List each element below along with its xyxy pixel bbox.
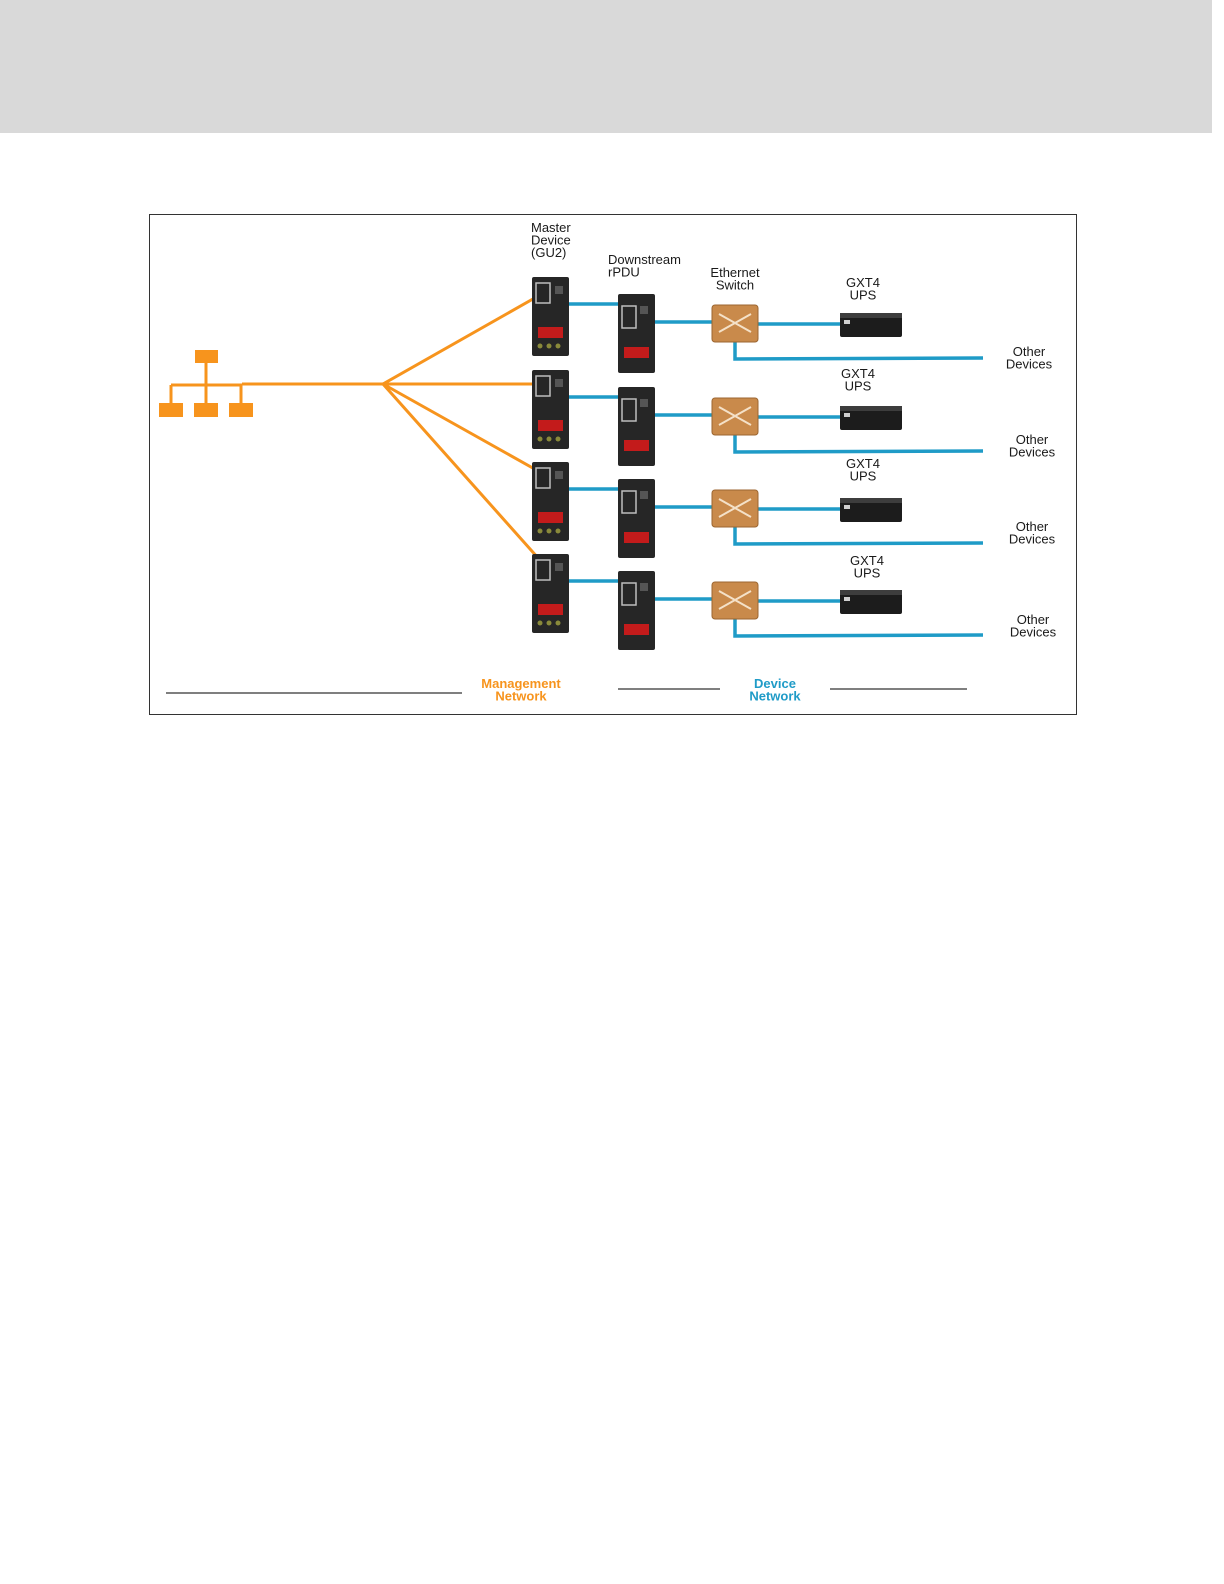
management-network-legend-line: Network: [495, 689, 547, 704]
device-network-legend-line: Network: [749, 689, 801, 704]
rpdu-jack: [640, 306, 648, 314]
management-link-3: [383, 384, 547, 476]
ups-label-2-line: UPS: [845, 379, 872, 394]
switch-to-other-cable-2: [735, 435, 983, 452]
master-device-display: [538, 512, 563, 523]
master-device-3: [532, 462, 569, 541]
master-device-jack: [555, 379, 563, 387]
other-devices-label-3-line: Devices: [1009, 532, 1056, 547]
ups-label-3-line: UPS: [850, 469, 877, 484]
rpdu-jack: [640, 583, 648, 591]
master-device-button: [538, 344, 543, 349]
master-device-display: [538, 604, 563, 615]
ups-label-1-line: UPS: [850, 288, 877, 303]
master-device-button: [556, 344, 561, 349]
ethernet-switch-label-line: Switch: [716, 278, 754, 293]
master-device-button: [547, 437, 552, 442]
management-network-legend: ManagementNetwork: [481, 676, 561, 704]
rpdu-jack: [640, 491, 648, 499]
gxt4-ups-3: [840, 498, 902, 522]
master-device-button: [547, 344, 552, 349]
rpdu-jack: [640, 399, 648, 407]
gxt4-ups-1: [840, 313, 902, 337]
gxt4-ups-4: [840, 590, 902, 614]
master-device-label-line: (GU2): [531, 245, 566, 260]
management-link-1: [383, 291, 547, 384]
switch-to-other-cable-3: [735, 527, 983, 544]
other-devices-label-4-line: Devices: [1010, 625, 1057, 640]
switch-to-other-cable-4: [735, 619, 983, 636]
rpdu-display: [624, 532, 649, 543]
master-device-jack: [555, 471, 563, 479]
ups-top: [840, 313, 902, 318]
master-device-button: [556, 621, 561, 626]
ups-badge: [844, 320, 850, 324]
master-device-display: [538, 420, 563, 431]
other-devices-label-1-line: Devices: [1006, 357, 1053, 372]
rpdu-display: [624, 624, 649, 635]
master-device-button: [547, 529, 552, 534]
network-hierarchy-icon: [159, 350, 253, 417]
master-device-jack: [555, 563, 563, 571]
rpdu-display: [624, 347, 649, 358]
ups-badge: [844, 505, 850, 509]
network-root-node: [195, 350, 218, 363]
network-leaf-node: [229, 403, 253, 417]
gxt4-ups-2: [840, 406, 902, 430]
header-band: [0, 0, 1212, 133]
master-device-button: [538, 437, 543, 442]
master-device-2: [532, 370, 569, 449]
ethernet-switch-2: [712, 398, 758, 435]
devices: [159, 277, 902, 650]
master-device-display: [538, 327, 563, 338]
ups-label-2: GXT4UPS: [841, 366, 875, 394]
network-leaf-node: [194, 403, 218, 417]
master-device-button: [556, 529, 561, 534]
connection-lines: [166, 291, 983, 693]
switch-to-other-cable-1: [735, 342, 983, 359]
ups-top: [840, 590, 902, 595]
master-device-button: [556, 437, 561, 442]
ups-top: [840, 498, 902, 503]
downstream-rpdu-3: [618, 479, 655, 558]
downstream-rpdu-2: [618, 387, 655, 466]
rpdu-display: [624, 440, 649, 451]
ups-badge: [844, 597, 850, 601]
ups-label-4-line: UPS: [854, 566, 881, 581]
master-device-1: [532, 277, 569, 356]
other-devices-label-2-line: Devices: [1009, 445, 1056, 460]
master-device-jack: [555, 286, 563, 294]
ethernet-switch-4: [712, 582, 758, 619]
other-devices-label-2: OtherDevices: [1009, 432, 1056, 460]
ups-badge: [844, 413, 850, 417]
ethernet-switch-3: [712, 490, 758, 527]
management-link-4: [383, 384, 547, 568]
network-diagram-figure: MasterDevice(GU2) DownstreamrPDU EthernetS…: [149, 214, 1077, 715]
downstream-rpdu-4: [618, 571, 655, 650]
master-device-button: [547, 621, 552, 626]
downstream-rpdu-1: [618, 294, 655, 373]
ethernet-switch-1: [712, 305, 758, 342]
master-device-4: [532, 554, 569, 633]
downstream-rpdu-label-line: rPDU: [608, 265, 640, 280]
master-device-button: [538, 621, 543, 626]
master-device-button: [538, 529, 543, 534]
network-leaf-node: [159, 403, 183, 417]
ups-top: [840, 406, 902, 411]
